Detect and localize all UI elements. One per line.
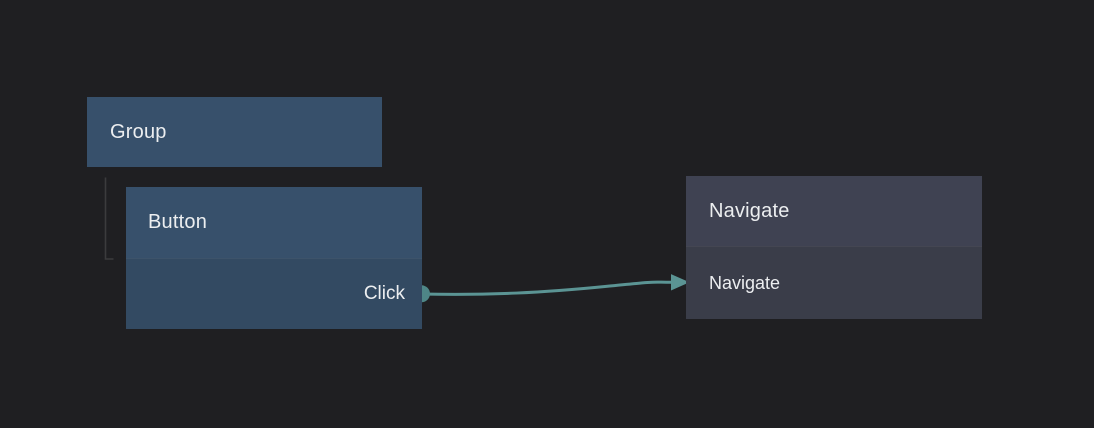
node-button[interactable]: Button Click: [126, 187, 422, 329]
navigate-action-label: Navigate: [709, 272, 781, 293]
click-port-label: Click: [363, 283, 405, 304]
connection-wire[interactable]: [420, 280, 673, 296]
button-node-header[interactable]: Button: [126, 187, 422, 258]
button-click-output-row[interactable]: Click: [126, 258, 422, 329]
button-node-title: Button: [148, 211, 208, 233]
group-node-header[interactable]: Group: [87, 97, 382, 167]
navigate-node-title: Navigate: [709, 199, 790, 222]
navigate-action-row[interactable]: Navigate: [686, 246, 982, 319]
navigate-node-header[interactable]: Navigate: [686, 176, 982, 246]
group-node-title: Group: [110, 120, 167, 143]
hierarchy-connector-line: [104, 177, 114, 260]
node-navigate[interactable]: Navigate Navigate: [686, 176, 982, 319]
node-group[interactable]: Group: [87, 97, 382, 167]
